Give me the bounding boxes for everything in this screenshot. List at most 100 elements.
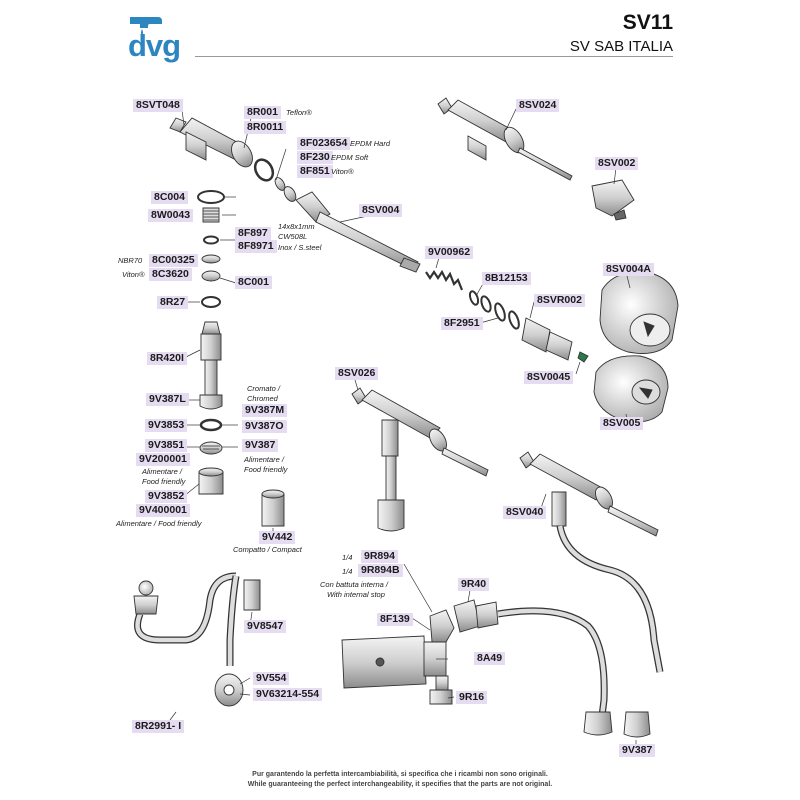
part-label: 8SV004 [359, 204, 403, 217]
part-label: 8F851 [297, 165, 333, 178]
page-subtitle: SV SAB ITALIA [569, 38, 673, 55]
part-8a49 [341, 635, 449, 691]
part-label: 8SV0045 [524, 371, 574, 384]
part-8sv004 [295, 191, 421, 273]
part-8r420i [199, 321, 223, 410]
part-8sv004a [599, 271, 679, 354]
footer-disclaimer-en: While guaranteeing the perfect interchan… [247, 781, 553, 788]
part-9v00962 [425, 269, 464, 291]
part-note: Alimentare / [244, 455, 285, 464]
part-label: 8SV005 [600, 417, 644, 430]
part-note: Teflon® [286, 108, 312, 117]
part-9v554 [214, 673, 244, 707]
part-8sv005 [593, 355, 669, 423]
part-note: Con battuta interna / [320, 580, 388, 589]
part-label: 8SV040 [503, 506, 547, 519]
part-label: 8SV026 [335, 367, 379, 380]
part-note: Alimentare / Food friendly [116, 519, 202, 528]
part-8c004 [197, 190, 225, 204]
part-note: Cromato / [247, 384, 280, 393]
part-label: 8F023654 [297, 137, 351, 150]
part-9v3852 [198, 467, 224, 495]
part-label: 8F897 [235, 227, 271, 240]
part-9r16 [429, 689, 453, 705]
part-label: 9V8547 [244, 620, 287, 633]
part-label: 9V554 [253, 672, 290, 685]
part-label: 9V3853 [145, 419, 188, 432]
part-note: Alimentare / [142, 467, 183, 476]
part-9v3851 [199, 441, 223, 455]
part-note: 1/4 [342, 553, 353, 562]
part-note: Viton® [331, 167, 354, 176]
part-label: 8C00325 [149, 254, 198, 267]
part-8sv002 [591, 179, 635, 221]
part-note: CW508L [278, 232, 308, 241]
part-note: Viton® [122, 270, 145, 279]
part-label: 8C001 [235, 276, 272, 289]
part-label: 9V00962 [425, 246, 474, 259]
part-label: 9V63214-554 [253, 688, 323, 701]
part-label: 8R2991- I [132, 720, 185, 733]
part-label: 8F139 [377, 613, 413, 626]
part-label: 8F8971 [235, 240, 277, 253]
part-label: 9V400001 [136, 504, 190, 517]
part-label: 8W0043 [148, 209, 194, 222]
part-label: 9V387 [619, 744, 656, 757]
part-9v442 [261, 489, 285, 527]
part-label: 8A49 [474, 652, 506, 665]
faucet-drop-icon [130, 17, 162, 36]
part-9v8547 [243, 579, 261, 611]
part-label: 8SVR002 [534, 294, 585, 307]
part-label: 8SV024 [516, 99, 560, 112]
part-label: 9V442 [259, 531, 296, 544]
part-8w0043 [202, 207, 220, 223]
part-label: 9V387L [146, 393, 189, 406]
part-note: Inox / S.steel [278, 243, 322, 252]
part-label: 8SVT048 [133, 99, 183, 112]
part-label: 9V387O [242, 420, 287, 433]
part-label: 9V200001 [136, 453, 190, 466]
part-label: 8SV004A [603, 263, 654, 276]
part-note: 1/4 [342, 567, 353, 576]
part-8sv026 [351, 387, 489, 532]
part-note: With internal stop [327, 590, 385, 599]
part-note: Food friendly [244, 465, 288, 474]
part-label: 8F2951 [441, 317, 483, 330]
part-label: 9R894B [358, 564, 403, 577]
part-label: 8R0011 [244, 121, 287, 134]
part-label: 9R40 [458, 578, 490, 591]
part-8sv040 [519, 451, 659, 537]
brand-logo: dvg [128, 28, 181, 63]
part-label: 8C3620 [149, 268, 192, 281]
part-label: 9R894 [361, 550, 398, 563]
part-note: NBR70 [118, 256, 143, 265]
part-label: 8SV002 [595, 157, 639, 170]
part-label: 8C004 [151, 191, 188, 204]
part-label: 9V387M [242, 404, 288, 417]
part-9v387-tip [623, 711, 651, 738]
part-note: EPDM Soft [331, 153, 369, 162]
part-label: 8R27 [157, 296, 189, 309]
part-label: 8R001 [244, 106, 281, 119]
part-8sv024 [437, 97, 573, 181]
part-note: Food friendly [142, 477, 186, 486]
part-label: 9V3851 [145, 439, 188, 452]
part-8svr002 [521, 317, 573, 361]
part-8r001 [253, 158, 275, 182]
part-note: EPDM Hard [350, 139, 391, 148]
part-8r2991 [134, 572, 240, 666]
part-label: 8R420I [147, 352, 187, 365]
part-note: 14x8x1mm [278, 222, 315, 231]
part-label: 8B12153 [482, 272, 531, 285]
part-9r40 [453, 599, 499, 633]
part-label: 8F230 [297, 151, 333, 164]
part-note: Compatto / Compact [233, 545, 302, 554]
part-label: 9R16 [456, 691, 488, 704]
part-8svt048 [169, 117, 253, 168]
part-8f139 [429, 609, 455, 643]
footer-disclaimer-it: Pur garantendo la perfetta intercambiabi… [252, 771, 548, 778]
page-title: SV11 [622, 11, 673, 34]
part-label: 9V3852 [145, 490, 188, 503]
